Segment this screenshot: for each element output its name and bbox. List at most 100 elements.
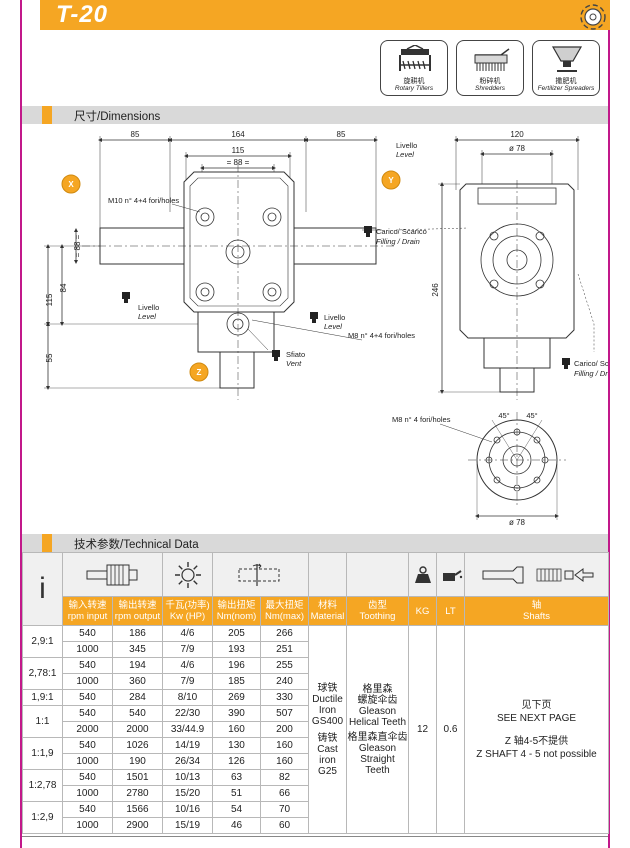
m10-holes-label: M10 n° 4+4 fori/holes [108, 196, 179, 205]
weight-icon [414, 565, 431, 583]
shaft-badges [61, 170, 401, 382]
table-cell: 1000 [62, 673, 113, 690]
section-accent [42, 534, 52, 552]
ratio-symbol: i [22, 552, 63, 626]
table-cell: 160 [212, 721, 261, 738]
table-cell: 330 [260, 689, 309, 706]
toothing-icon-cell [346, 552, 409, 597]
app-label-en: Rotary Tillers [394, 85, 434, 92]
header-kg: KG [408, 596, 437, 626]
table-cell: 7/9 [162, 641, 213, 658]
dim-d78-flange: ø 78 [509, 518, 526, 527]
table-cell: 284 [112, 689, 163, 706]
livello-center: Livello [324, 313, 345, 322]
dim-85-right: 85 [337, 130, 346, 139]
table-cell: 26/34 [162, 753, 213, 770]
ratio-cell: 2,9:1 [22, 625, 63, 658]
table-cell: 160 [260, 753, 309, 770]
table-cell: 1501 [112, 769, 163, 786]
app-label-cn: 撒肥机 [555, 78, 577, 85]
table-cell: 186 [112, 625, 163, 642]
table-cell: 194 [112, 657, 163, 674]
table-cell: 507 [260, 705, 309, 722]
level-top: Level [396, 150, 414, 159]
section-accent [42, 106, 52, 124]
table-cell: 390 [212, 705, 261, 722]
ratio-cell: 1:2,9 [22, 801, 63, 834]
table-cell: 130 [212, 737, 261, 754]
dim-88-top: = 88 = [227, 158, 250, 167]
dim-120: 120 [510, 130, 524, 139]
table-cell: 46 [212, 817, 261, 834]
ratio-cell: 2,78:1 [22, 657, 63, 690]
material-icon-cell [308, 552, 347, 597]
rotary-tiller-icon [399, 45, 431, 71]
page-bottom-line [22, 836, 608, 848]
table-cell: 193 [212, 641, 261, 658]
table-cell: 60 [260, 817, 309, 834]
table-cell: 2900 [112, 817, 163, 834]
app-shredders: 粉碎机 Shredders [456, 40, 524, 96]
table-cell: 4/6 [162, 657, 213, 674]
plug-icons-front [122, 226, 372, 361]
table-cell: 1566 [112, 801, 163, 818]
table-cell: 540 [62, 737, 113, 754]
filling-top: Filling / Drain [376, 237, 420, 246]
ratio-cell: 1:1 [22, 705, 63, 738]
technical-data-table: i [22, 552, 609, 834]
technical-heading: 技术参数/Technical Data [74, 539, 199, 551]
header-kw-hp: 千瓦(功率)Kw (HP) [162, 596, 213, 626]
ratio-cell: 1,9:1 [22, 689, 63, 706]
page-frame [20, 0, 610, 848]
sfiato-label: Sfiato [286, 350, 305, 359]
kg-cell: 12 [408, 625, 437, 834]
carico-top: Carico/ Scarico [376, 227, 427, 236]
table-cell: 1000 [62, 785, 113, 802]
table-cell: 15/20 [162, 785, 213, 802]
front-view-labels: 85 164 85 115 = 88 = = 88 = 84 115 55 X … [45, 130, 427, 377]
table-cell: 1000 [62, 817, 113, 834]
front-view [44, 136, 394, 400]
power-icon-cell [162, 552, 213, 597]
table-cell: 360 [112, 673, 163, 690]
spreader-icon [551, 46, 583, 72]
filling-right: Filling / Drain [574, 369, 608, 378]
table-cell: 1000 [62, 641, 113, 658]
table-cell: 2000 [62, 721, 113, 738]
table-cell: 10/13 [162, 769, 213, 786]
rpm-icon-cell [62, 552, 163, 597]
table-cell: 540 [62, 689, 113, 706]
shafts-icon [482, 566, 593, 583]
badge-z: Z [197, 368, 202, 377]
dim-d78-side: ø 78 [509, 144, 526, 153]
table-cell: 33/44.9 [162, 721, 213, 738]
table-cell: 185 [212, 673, 261, 690]
table-cell: 51 [212, 785, 261, 802]
dim-246: 246 [431, 283, 440, 297]
table-cell: 266 [260, 625, 309, 642]
dim-88-left: = 88 = [73, 234, 82, 257]
page-header: T-20 [40, 0, 610, 30]
table-cell: 540 [62, 801, 113, 818]
table-cell: 160 [260, 737, 309, 754]
technical-drawing: 85 164 85 115 = 88 = = 88 = 84 115 55 X … [44, 130, 608, 527]
table-cell: 66 [260, 785, 309, 802]
badge-x: X [68, 180, 74, 189]
table-cell: 126 [212, 753, 261, 770]
app-label-cn: 旋耕机 [403, 78, 425, 85]
oil-can-icon [442, 569, 462, 581]
app-label-en: Shredders [475, 85, 505, 92]
table-cell: 540 [62, 657, 113, 674]
level-center: Level [324, 322, 342, 331]
